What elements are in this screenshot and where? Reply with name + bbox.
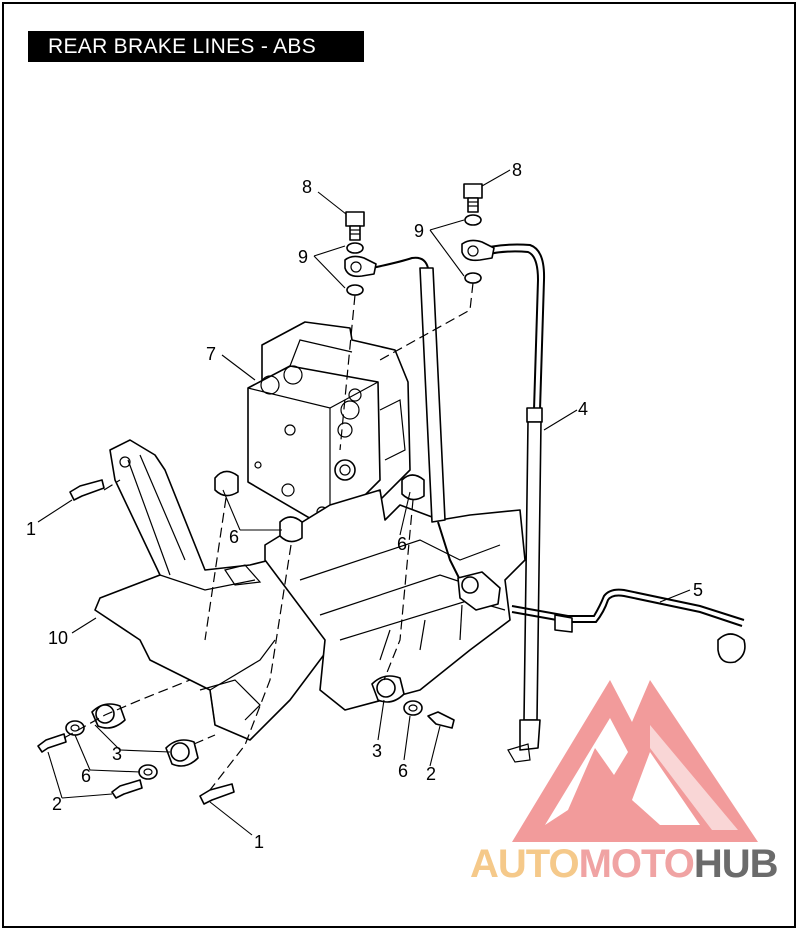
brake-hose bbox=[371, 256, 466, 591]
watermark-text: AUTOMOTOHUB bbox=[470, 842, 779, 887]
watermark-hub: HUB bbox=[693, 842, 779, 886]
mounting-bracket bbox=[94, 439, 526, 741]
callout-labels: 8 8 9 9 7 4 5 6 6 1 10 3 6 2 1 3 6 2 bbox=[26, 160, 703, 852]
callout-6-lower-left: 6 bbox=[81, 766, 91, 786]
grommets-6-upper bbox=[214, 470, 425, 543]
callout-2-left: 2 bbox=[52, 794, 62, 814]
brake-line-4 bbox=[477, 243, 546, 763]
tee-fitting bbox=[457, 571, 501, 611]
alignment-lines bbox=[63, 282, 474, 791]
callout-9-left: 9 bbox=[298, 247, 308, 267]
callout-10: 10 bbox=[48, 628, 68, 648]
callout-8-right: 8 bbox=[512, 160, 522, 180]
callout-6-lower-right: 6 bbox=[398, 761, 408, 781]
callout-9-right: 9 bbox=[414, 221, 424, 241]
washers-9 bbox=[346, 214, 482, 296]
banjo-bolt-left bbox=[345, 211, 365, 241]
isolators-3 bbox=[91, 675, 405, 767]
callout-4: 4 bbox=[578, 399, 588, 419]
watermark-moto: MOTO bbox=[578, 842, 695, 886]
banjo-bolt-right bbox=[463, 183, 483, 213]
washers-6-lower bbox=[65, 700, 423, 780]
callout-3-left: 3 bbox=[112, 744, 122, 764]
leader-lines bbox=[37, 169, 691, 836]
callout-6-module-left: 6 bbox=[229, 527, 239, 547]
callout-7: 7 bbox=[206, 344, 216, 364]
callout-8-left: 8 bbox=[302, 177, 312, 197]
page-title: REAR BRAKE LINES - ABS bbox=[28, 31, 364, 62]
callout-3-right: 3 bbox=[372, 741, 382, 761]
watermark-logo-icon bbox=[512, 680, 758, 842]
callout-2-right: 2 bbox=[426, 764, 436, 784]
watermark-auto: AUTO bbox=[470, 842, 580, 886]
abs-module bbox=[247, 321, 411, 531]
callout-5: 5 bbox=[693, 580, 703, 600]
banjo-fittings bbox=[344, 239, 495, 278]
callout-6-module-right: 6 bbox=[397, 534, 407, 554]
brake-line-5 bbox=[511, 588, 746, 664]
callout-1-top: 1 bbox=[26, 519, 36, 539]
callout-1-bottom: 1 bbox=[254, 832, 264, 852]
